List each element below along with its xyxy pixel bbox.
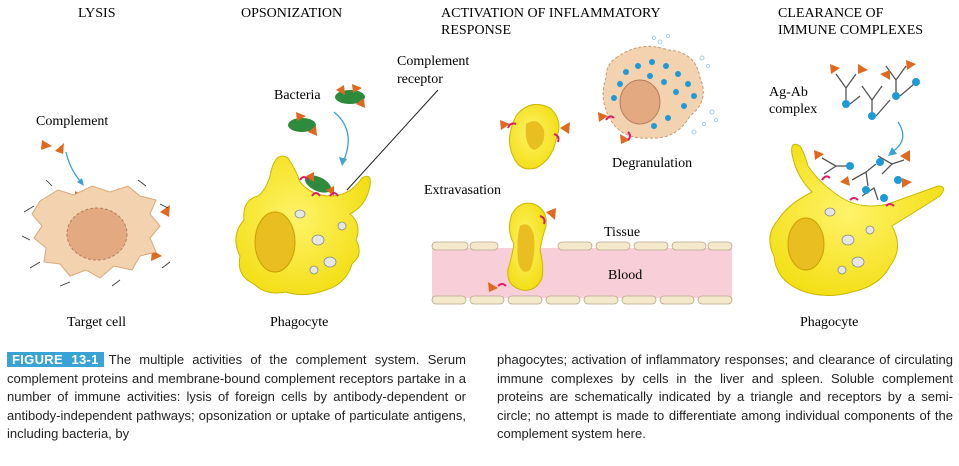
- inflammatory-cell-nucleus: [525, 121, 545, 150]
- bound-immune-complex: [814, 150, 912, 207]
- clearance-phagocyte-label: Phagocyte: [800, 315, 858, 330]
- receptor-pointer-line: [346, 89, 439, 191]
- clearance-arrow: [891, 121, 904, 153]
- caption-text-left: The multiple activities of the complemen…: [7, 352, 466, 442]
- figure-illustration: LYSIS Complement Target cell OPSONIZATIO…: [21, 6, 944, 330]
- agab-label-line1: Ag-Ab: [769, 85, 808, 100]
- inflammatory-title-line2: RESPONSE: [441, 23, 511, 38]
- immune-complex: [830, 60, 920, 120]
- figure-tag: FIGURE 13-1: [7, 352, 104, 367]
- target-nucleus: [66, 207, 128, 261]
- clearance-title-line2: IMMUNE COMPLEXES: [778, 23, 923, 38]
- extravasating-nucleus: [517, 224, 535, 272]
- opsonization-title: OPSONIZATION: [241, 6, 342, 21]
- figure-tag-label: FIGURE: [12, 352, 63, 367]
- blood-vessel: [431, 241, 733, 305]
- complement-label: Complement: [36, 114, 108, 129]
- bacteria-icon: [288, 112, 317, 136]
- clearance-panel: CLEARANCE OF IMMUNE COMPLEXES Ag-Ab comp…: [769, 6, 944, 330]
- degranulation-label: Degranulation: [612, 156, 692, 171]
- bacteria-icon: [335, 84, 365, 108]
- caption-text-right: phagocytes; activation of inflammatory r…: [497, 352, 953, 442]
- engulf-arrow: [333, 111, 349, 161]
- lysis-title: LYSIS: [78, 6, 116, 21]
- granules: [824, 207, 875, 275]
- clearance-nucleus: [787, 217, 825, 271]
- blood-label: Blood: [608, 268, 642, 283]
- target-cell-label: Target cell: [67, 315, 126, 330]
- complement-receptor-label-2: receptor: [397, 72, 443, 87]
- phagocyte-label: Phagocyte: [270, 315, 328, 330]
- caption-right-column: phagocytes; activation of inflammatory r…: [497, 351, 953, 444]
- inflammatory-title-line1: ACTIVATION OF INFLAMMATORY: [441, 6, 661, 21]
- granules: [294, 209, 347, 275]
- phagocyte-nucleus: [254, 211, 296, 273]
- lysis-panel: LYSIS Complement Target cell: [21, 6, 171, 330]
- clearance-title-line1: CLEARANCE OF: [778, 6, 884, 21]
- degranulating-cell: [598, 34, 718, 144]
- complement-arrow: [65, 151, 83, 184]
- clearance-phagocyte: [769, 143, 944, 296]
- arrowhead: [888, 147, 897, 156]
- tissue-label: Tissue: [604, 225, 640, 240]
- figure-tag-number: 13-1: [71, 352, 99, 367]
- inflammatory-panel: ACTIVATION OF INFLAMMATORY RESPONSE Comp…: [397, 6, 733, 305]
- extravasation-label: Extravasation: [424, 183, 501, 198]
- opsonization-panel: OPSONIZATION Bacteria: [235, 6, 439, 330]
- bacteria-label: Bacteria: [274, 88, 321, 103]
- arrowhead: [339, 157, 347, 166]
- engulfed-bacteria: [299, 172, 339, 197]
- membrane-fragments: [21, 179, 171, 287]
- arrowhead: [77, 178, 84, 186]
- complement-receptor-label-1: Complement: [397, 54, 469, 69]
- agab-label-line2: complex: [769, 102, 817, 117]
